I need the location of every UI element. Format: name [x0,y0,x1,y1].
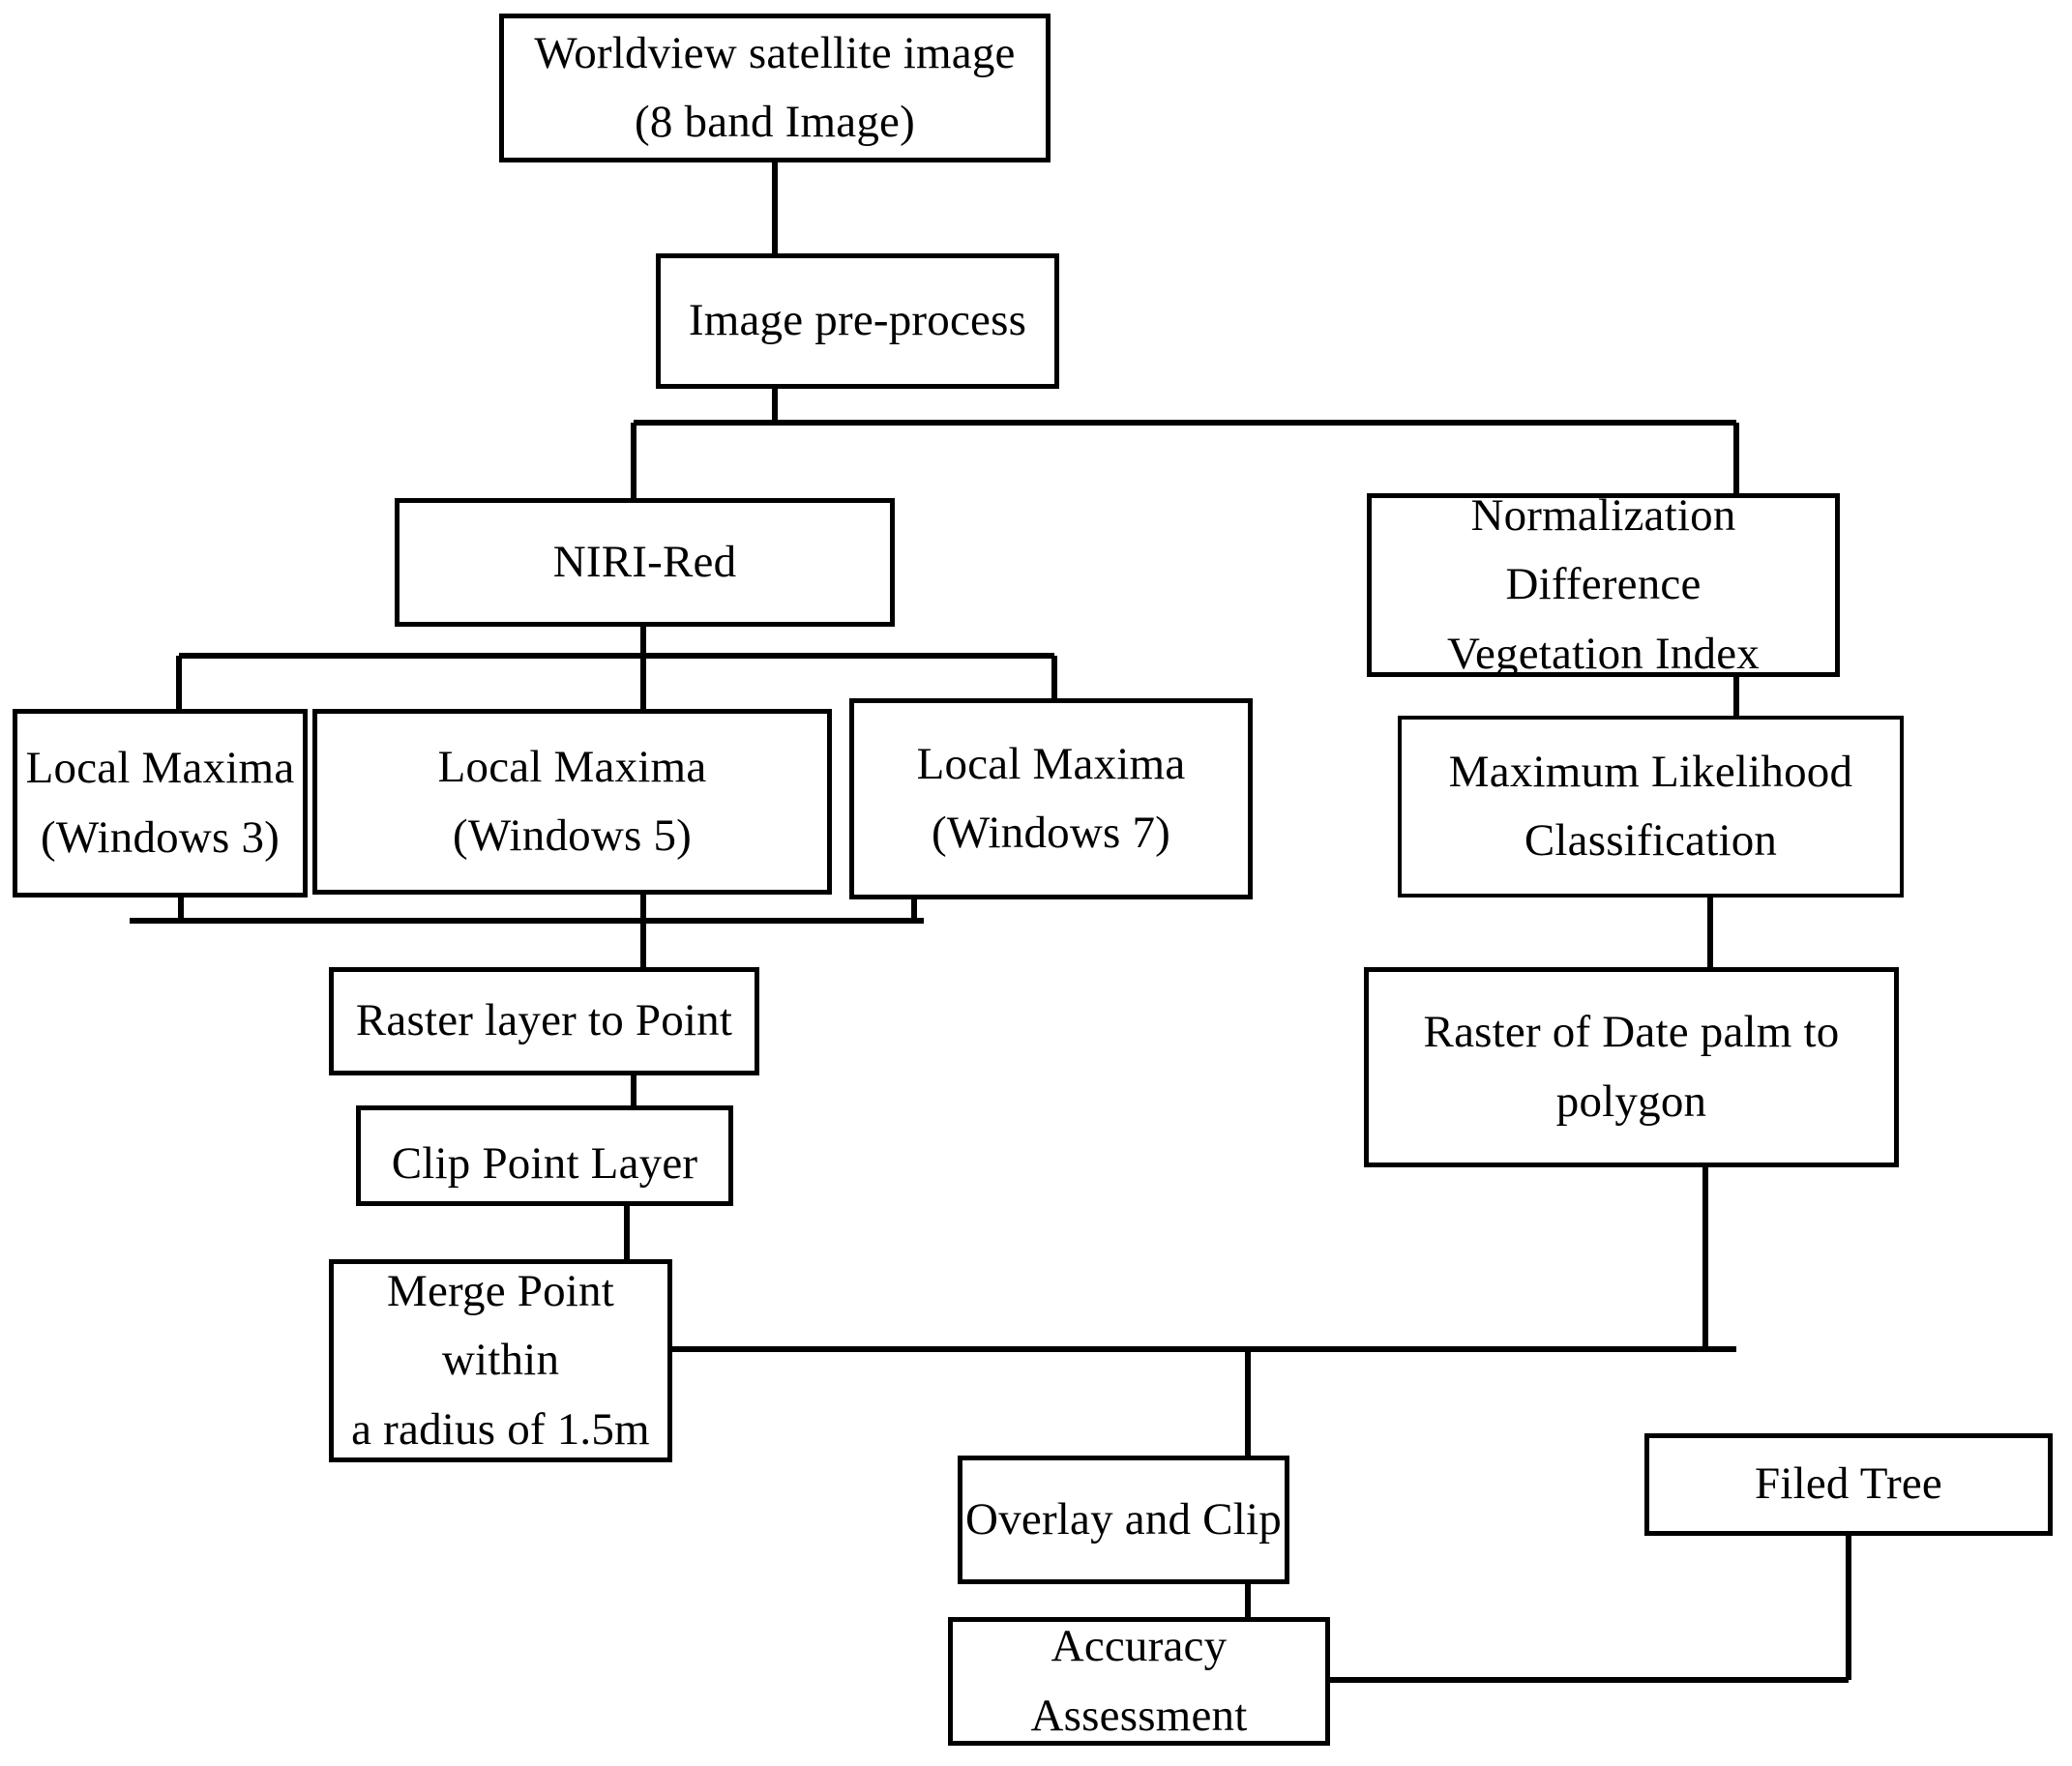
node-label-line1: Filed Tree [1755,1458,1942,1510]
node-label-line1: Local Maxima [437,741,707,792]
node-label-line2: (Windows 3) [40,811,281,863]
node-label-line1: Worldview satellite image [534,27,1016,78]
node-worldview-satellite-image[interactable]: Worldview satellite image (8 band Image) [499,14,1051,162]
node-label-line2: (8 band Image) [635,97,915,147]
node-label-line2: polygon [1555,1075,1707,1127]
node-label-line1: Overlay and Clip [965,1493,1282,1545]
node-image-pre-process[interactable]: Image pre-process [656,253,1059,389]
node-local-maxima-windows-5[interactable]: Local Maxima (Windows 5) [312,709,832,895]
node-label-line1: Local Maxima [25,743,295,794]
node-label-line2: Classification [1524,815,1778,866]
node-local-maxima-windows-7[interactable]: Local Maxima (Windows 7) [849,698,1253,899]
node-label-line2: (Windows 7) [931,808,1171,858]
node-raster-of-date-palm-to-polygon[interactable]: Raster of Date palm to polygon [1364,967,1899,1167]
node-label-line1: Maximum Likelihood [1448,746,1853,797]
node-ndvi[interactable]: Normalization Difference Vegetation Inde… [1367,493,1840,677]
node-label-line2: (Windows 5) [452,810,693,861]
node-label-line1: Clip Point Layer [391,1138,698,1189]
node-filed-tree[interactable]: Filed Tree [1644,1433,2053,1536]
node-local-maxima-windows-3[interactable]: Local Maxima (Windows 3) [13,709,308,898]
node-label-line1: Image pre-process [688,295,1027,346]
node-label-line2: a radius of 1.5m [351,1403,650,1455]
node-merge-point-within-radius[interactable]: Merge Point within a radius of 1.5m [329,1259,672,1462]
node-maximum-likelihood-classification[interactable]: Maximum Likelihood Classification [1398,716,1904,898]
node-label-line1: Local Maxima [916,738,1186,789]
node-accuracy-assessment[interactable]: Accuracy Assessment [948,1617,1330,1746]
node-label-line2: Vegetation Index [1447,628,1760,677]
node-label-line1: Raster layer to Point [355,995,733,1046]
node-label-line1: NIRI-Red [552,536,737,587]
node-label-line1: Raster of Date palm to [1423,1007,1840,1058]
node-label-line1: Normalization Difference [1470,493,1736,610]
node-raster-layer-to-point[interactable]: Raster layer to Point [329,967,759,1075]
node-niri-red[interactable]: NIRI-Red [395,498,895,627]
node-overlay-and-clip[interactable]: Overlay and Clip [958,1456,1289,1584]
node-clip-point-layer[interactable]: Clip Point Layer [356,1105,733,1206]
node-label-line1: Merge Point within [386,1265,615,1386]
node-label-line1: Accuracy Assessment [1030,1621,1248,1741]
